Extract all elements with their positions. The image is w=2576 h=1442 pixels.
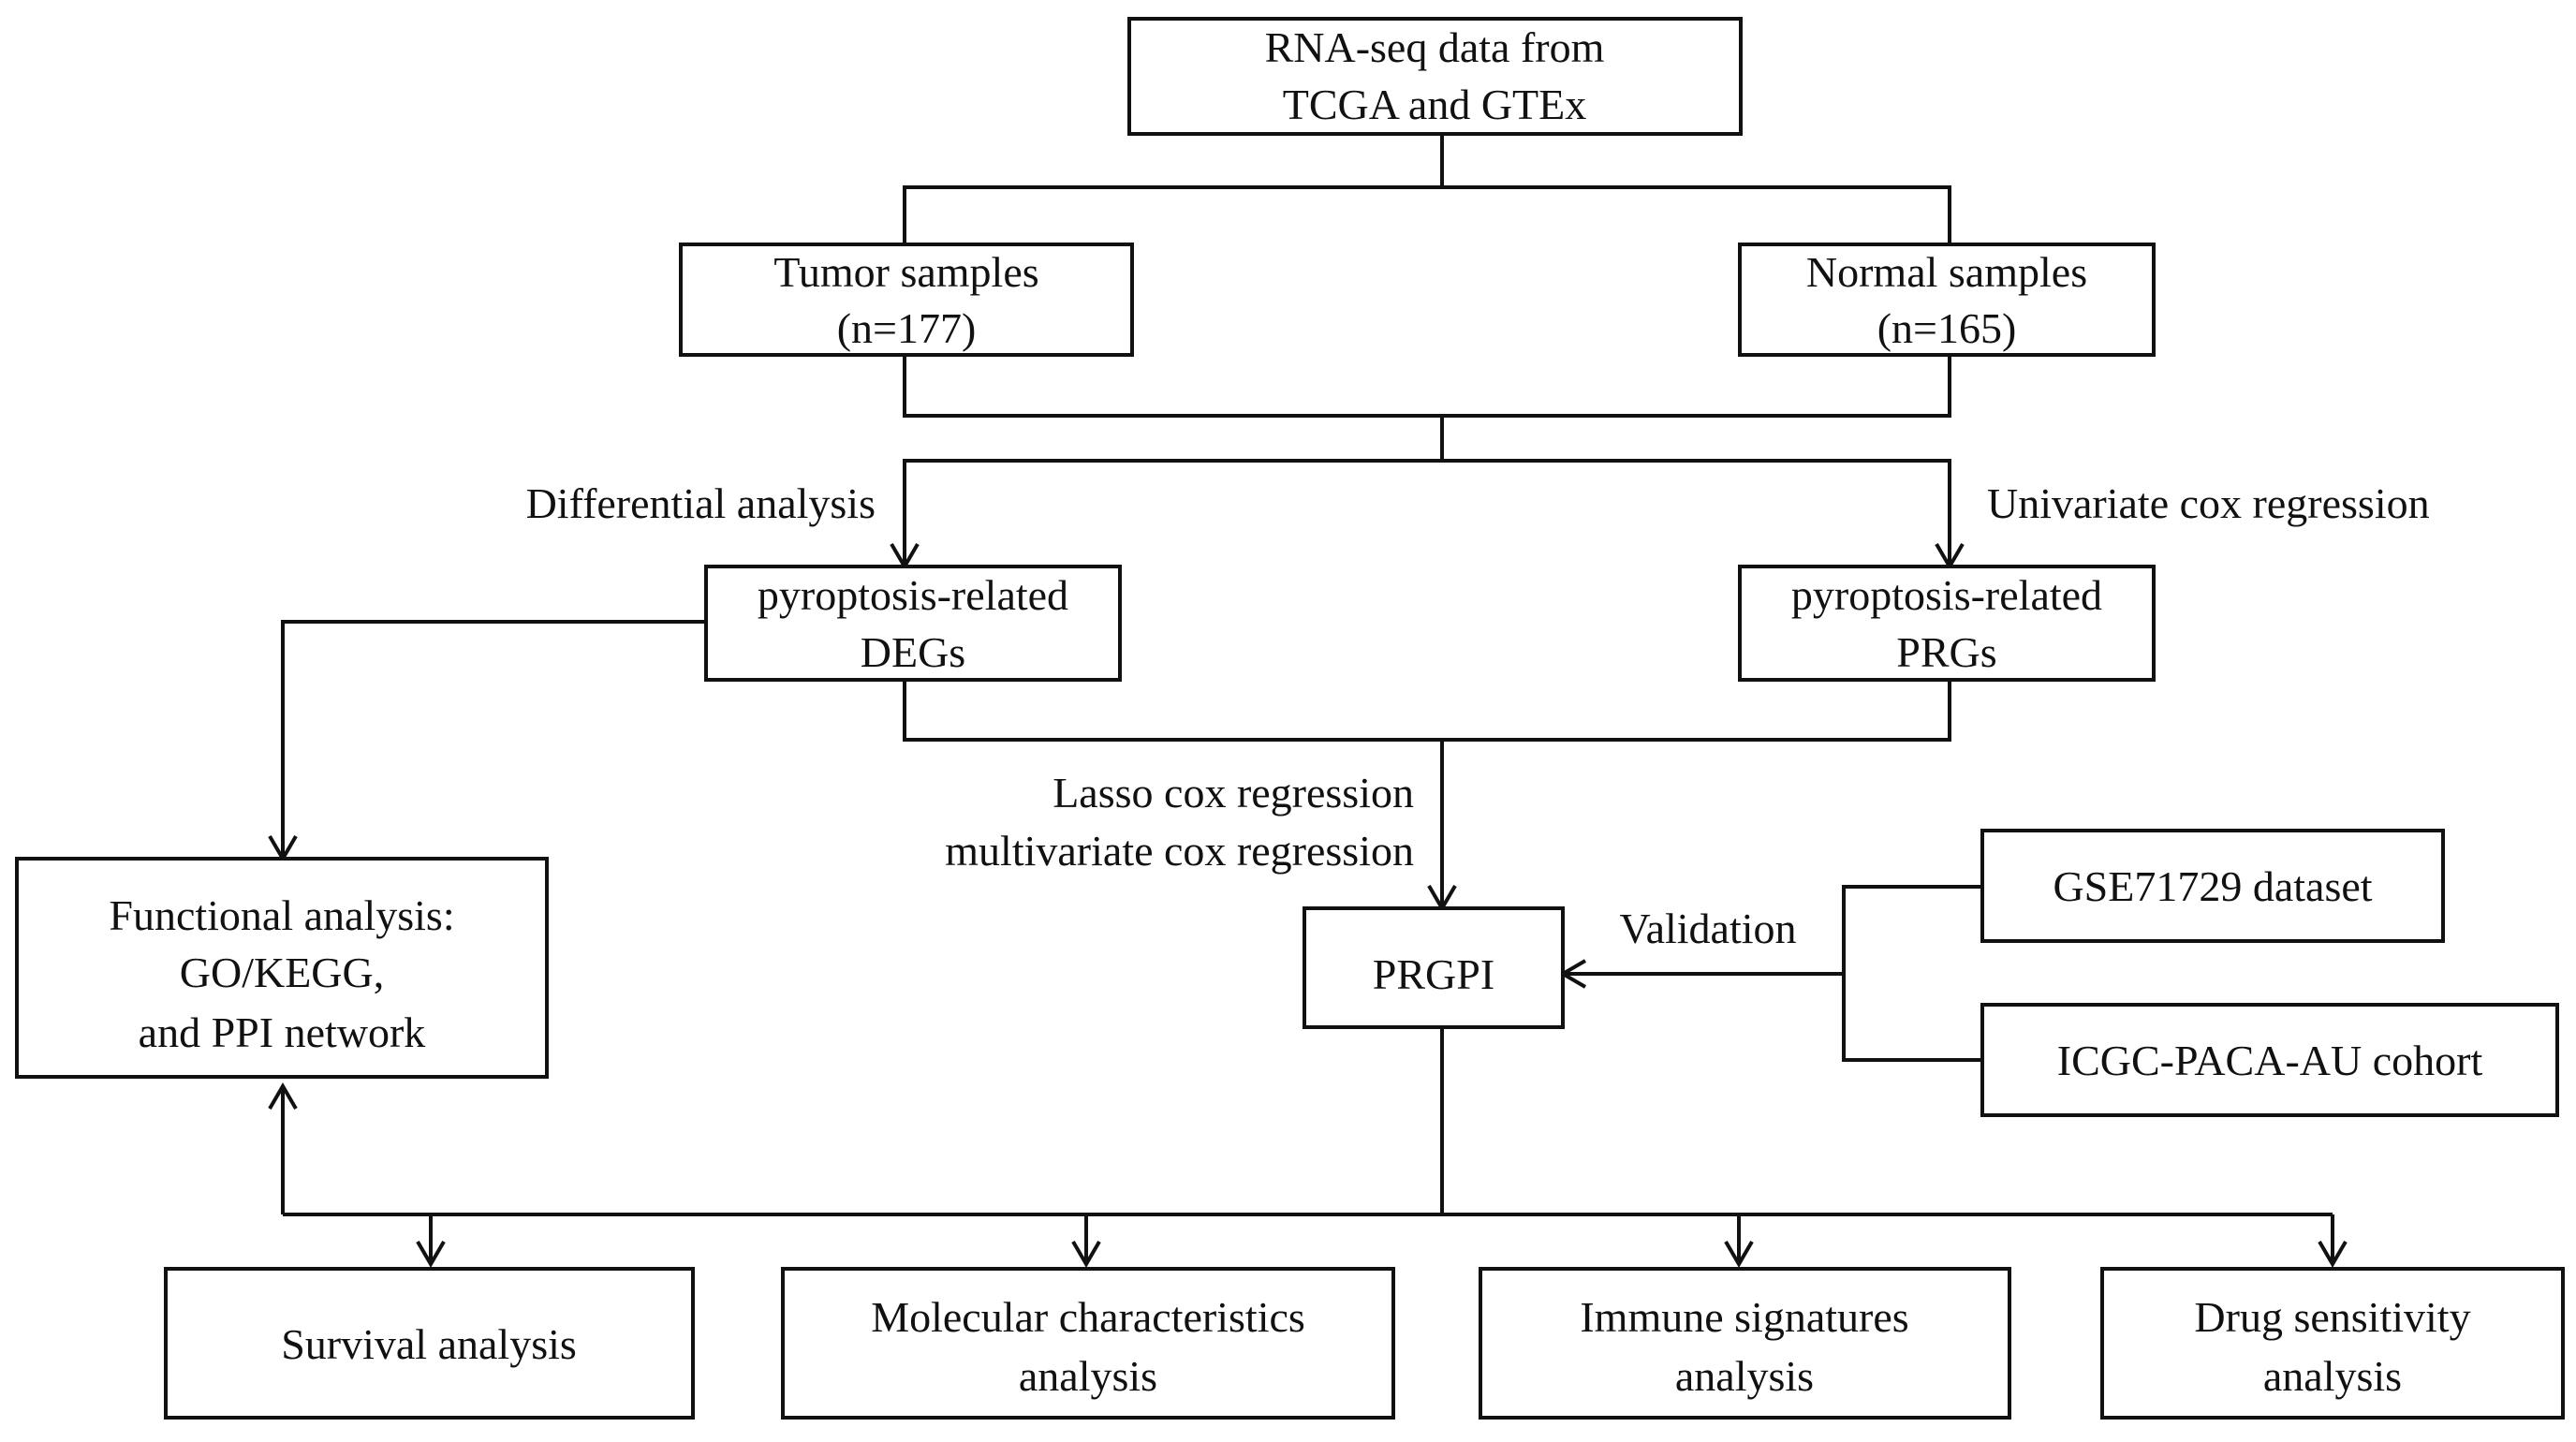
box-normal-line2: (n=165): [1877, 304, 2017, 352]
arrowhead-to-drug: [2318, 1240, 2348, 1268]
box-molecular-analysis: Molecular characteristics analysis: [781, 1267, 1395, 1420]
connectors: [281, 134, 2334, 1264]
box-drug-line2: analysis: [2263, 1352, 2402, 1400]
box-functional-analysis: Functional analysis: GO/KEGG, and PPI ne…: [15, 857, 549, 1079]
connector-validation-bracket: [1842, 885, 1982, 1062]
connector-samples-merge: [903, 355, 1951, 418]
box-normal-samples: Normal samples (n=165): [1738, 243, 2156, 357]
arrowhead-to-functional-bottom: [268, 1082, 298, 1111]
arrowhead-to-survival: [416, 1240, 446, 1268]
box-survival-analysis: Survival analysis: [164, 1267, 695, 1420]
box-drug-analysis: Drug sensitivity analysis: [2100, 1267, 2565, 1420]
box-prgs-line1: pyroptosis-related: [1791, 571, 2102, 619]
box-degs-line1: pyroptosis-related: [758, 571, 1068, 619]
box-prgs: pyroptosis-related PRGs: [1738, 565, 2156, 682]
box-tumor-line2: (n=177): [837, 304, 977, 352]
box-immune-line1: Immune signatures: [1580, 1293, 1908, 1341]
box-tumor-samples: Tumor samples (n=177): [679, 243, 1134, 357]
box-gse71729: GSE71729 dataset: [1980, 829, 2445, 943]
box-prgpi: PRGPI: [1303, 906, 1565, 1029]
connector-split-to-samples: [903, 185, 1951, 244]
box-icgc-label: ICGC-PACA-AU cohort: [2057, 1037, 2483, 1084]
box-immune-line2: analysis: [1675, 1352, 1814, 1400]
box-gse-label: GSE71729 dataset: [2053, 862, 2372, 910]
label-multivariate-cox: multivariate cox regression: [945, 827, 1414, 875]
box-icgc: ICGC-PACA-AU cohort: [1980, 1003, 2559, 1117]
label-validation: Validation: [1619, 905, 1796, 952]
label-differential-analysis: Differential analysis: [526, 479, 876, 527]
connector-degs-prgs-merge: [903, 680, 1951, 742]
box-immune-analysis: Immune signatures analysis: [1479, 1267, 2011, 1420]
box-molecular-line1: Molecular characteristics: [871, 1293, 1305, 1341]
box-source-line2: TCGA and GTEx: [1283, 81, 1587, 128]
box-functional-line1: Functional analysis:: [109, 891, 454, 939]
label-lasso-cox: Lasso cox regression: [1052, 769, 1414, 817]
label-univariate-cox: Univariate cox regression: [1987, 479, 2430, 527]
box-drug-line1: Drug sensitivity: [2194, 1293, 2470, 1341]
box-tumor-line1: Tumor samples: [773, 248, 1038, 296]
box-survival-label: Survival analysis: [281, 1320, 577, 1368]
box-molecular-line2: analysis: [1019, 1352, 1157, 1400]
box-prgpi-label: PRGPI: [1373, 950, 1494, 998]
box-degs: pyroptosis-related DEGs: [704, 565, 1122, 682]
box-source-line1: RNA-seq data from: [1265, 23, 1605, 71]
box-degs-line2: DEGs: [861, 628, 965, 676]
connector-branch-to-degs-prgs: [903, 459, 1951, 566]
box-prgs-line2: PRGs: [1896, 628, 1996, 676]
box-normal-line1: Normal samples: [1806, 248, 2087, 296]
connector-degs-to-functional: [281, 620, 706, 859]
box-source: RNA-seq data from TCGA and GTEx: [1127, 17, 1743, 136]
box-functional-line2: GO/KEGG,: [180, 949, 384, 996]
box-functional-line3: and PPI network: [139, 1008, 426, 1056]
arrowhead-to-immune: [1724, 1240, 1754, 1268]
arrowhead-to-molecular: [1071, 1240, 1101, 1268]
